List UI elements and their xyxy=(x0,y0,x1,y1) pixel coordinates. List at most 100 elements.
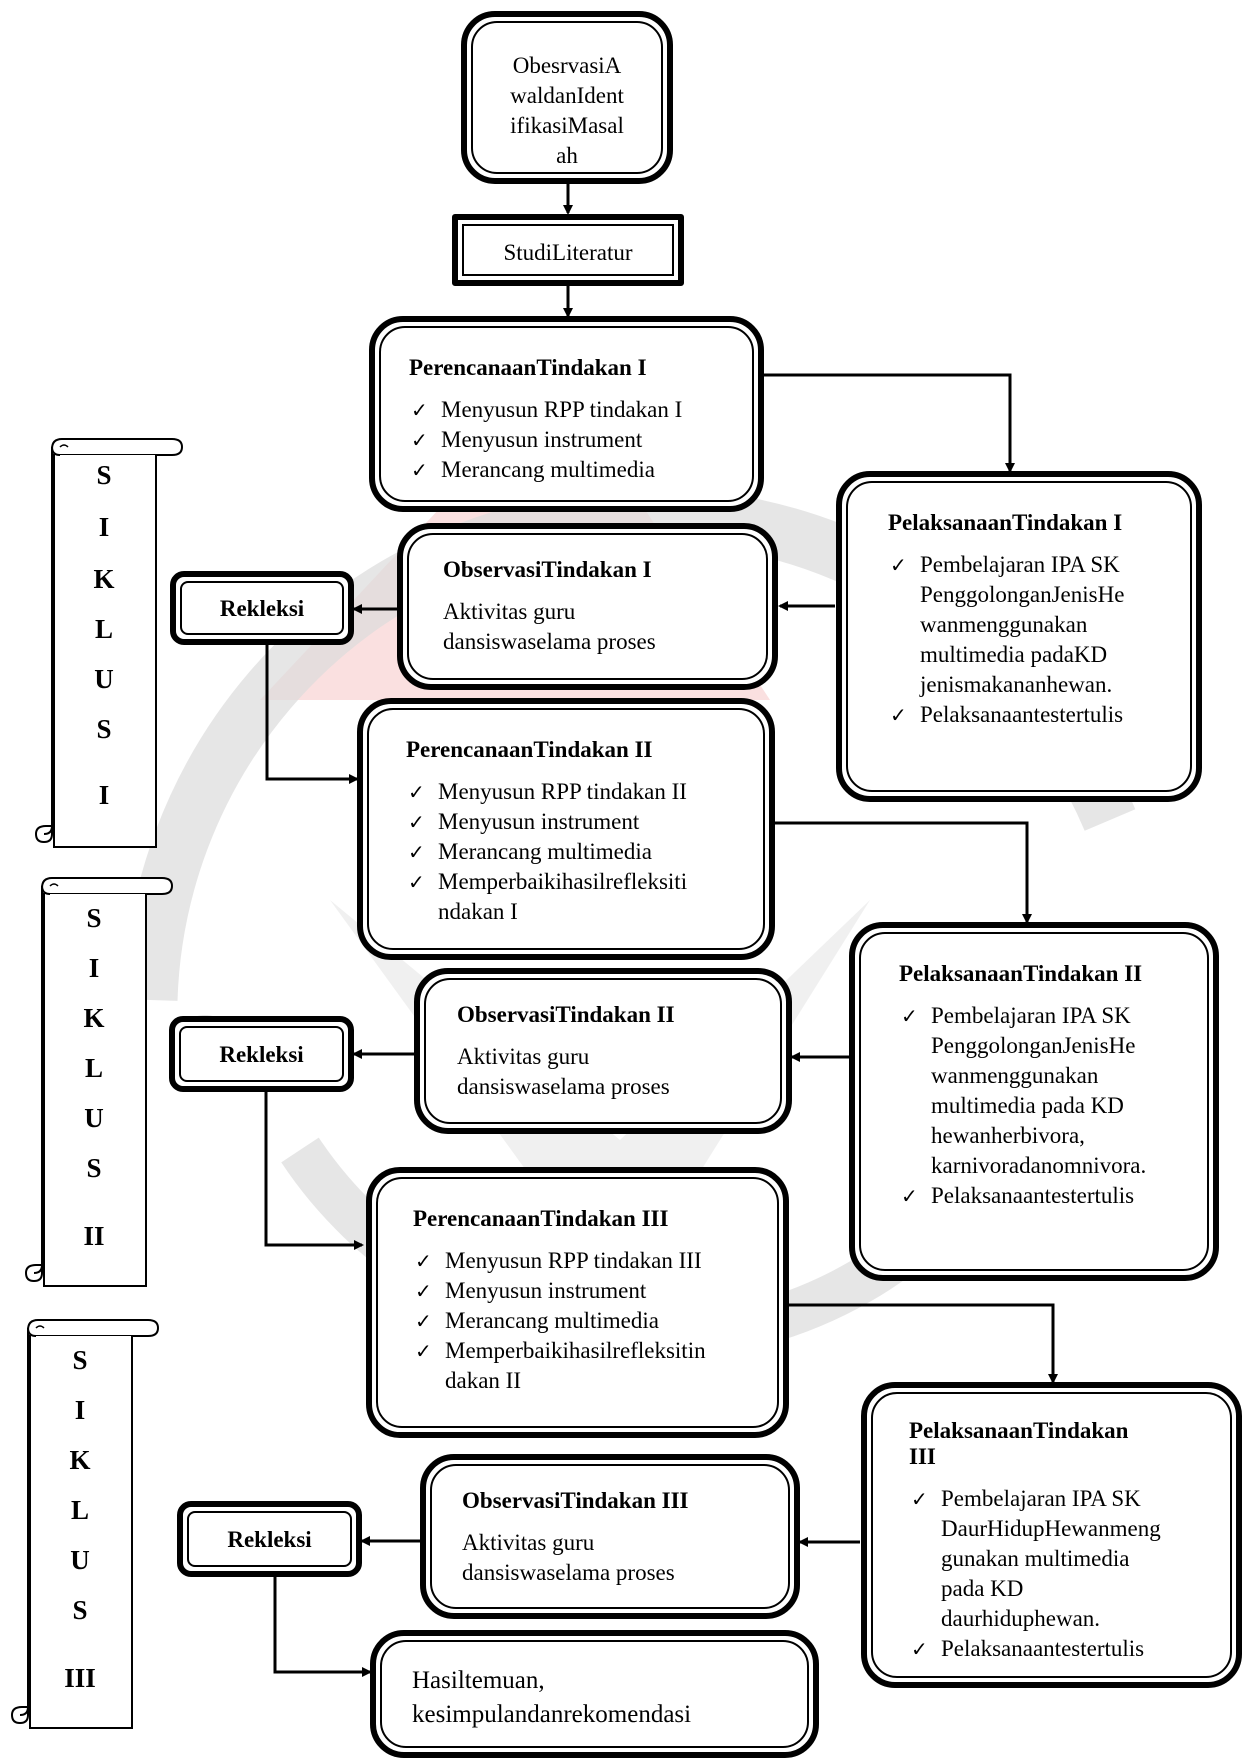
plan-3-item-2: Menyusun instrument xyxy=(413,1276,777,1306)
reflection-label-2: Rekleksi xyxy=(219,1042,304,1067)
plan-2-item-2: Menyusun instrument xyxy=(406,807,763,837)
siklus-1-letter-2: I xyxy=(98,512,110,542)
findings-box: Hasiltemuan, kesimpulandanrekomendasi xyxy=(370,1630,819,1758)
plan-3-item-4-line-1: Memperbaikihasilrefleksitin xyxy=(445,1338,706,1363)
siklus-3-letter-5: U xyxy=(70,1545,90,1575)
plan-box-2: PerencanaanTindakan II Menyusun RPP tind… xyxy=(357,698,775,960)
start-line-3: ifikasiMasal xyxy=(510,113,624,138)
siklus-1-letter-6: S xyxy=(96,714,112,744)
siklus-scroll-2 xyxy=(24,877,174,1287)
siklus-letters-1: S I K L U S I xyxy=(64,460,144,830)
plan-2-item-3: Merancang multimedia xyxy=(406,837,763,867)
reflection-box-1: Rekleksi xyxy=(170,571,354,645)
plan-3-item-4-line-2: dakan II xyxy=(445,1368,521,1393)
plan-1-item-1: Menyusun RPP tindakan I xyxy=(409,395,752,425)
siklus-2-number: II xyxy=(83,1221,105,1251)
observation-box-3: ObservasiTindakan III Aktivitas guru dan… xyxy=(420,1454,800,1619)
arrow-refl2-to-plan3 xyxy=(264,1092,364,1250)
observation-box-1: ObservasiTindakan I Aktivitas guru dansi… xyxy=(397,523,778,690)
plan-3-item-4: Memperbaikihasilrefleksitin dakan II xyxy=(413,1336,777,1396)
exec-3-item-1: Pembelajaran IPA SK DaurHidupHewanmeng g… xyxy=(909,1484,1230,1634)
plan-box-3: PerencanaanTindakan III Menyusun RPP tin… xyxy=(366,1167,789,1438)
siklus-2-letter-5: U xyxy=(84,1103,104,1133)
plan-1-item-3: Merancang multimedia xyxy=(409,455,752,485)
exec-3-item-1-line-1: Pembelajaran IPA SK xyxy=(941,1486,1141,1511)
plan-1-item-2: Menyusun instrument xyxy=(409,425,752,455)
siklus-3-number: III xyxy=(64,1663,96,1693)
reflection-label-1: Rekleksi xyxy=(219,596,305,621)
exec-3-item-1-line-4: pada KD xyxy=(941,1576,1024,1601)
reflection-box-3: Rekleksi xyxy=(177,1501,362,1577)
reflection-box-2: Rekleksi xyxy=(169,1016,354,1092)
siklus-1-letter-4: L xyxy=(94,614,113,644)
exec-1-item-1: Pembelajaran IPA SK PenggolonganJenisHe … xyxy=(888,550,1190,700)
siklus-scroll-1 xyxy=(34,438,184,848)
siklus-2-letter-4: L xyxy=(84,1053,103,1083)
exec-2-item-1-line-1: Pembelajaran IPA SK xyxy=(931,1003,1131,1028)
siklus-1-letter-5: U xyxy=(94,664,114,694)
siklus-2-letter-6: S xyxy=(86,1153,102,1183)
exec-1-item-1-line-1: Pembelajaran IPA SK xyxy=(920,552,1120,577)
literature-study-box: StudiLiteratur xyxy=(452,214,684,286)
obs-title-3: ObservasiTindakan III xyxy=(462,1488,689,1513)
execution-box-1: PelaksanaanTindakan I Pembelajaran IPA S… xyxy=(836,471,1202,802)
exec-2-item-1-line-4: multimedia pada KD xyxy=(931,1093,1124,1118)
exec-2-item-1-line-2: PenggolonganJenisHe xyxy=(931,1033,1136,1058)
siklus-2-letter-1: S xyxy=(86,903,102,933)
plan-2-item-4: Memperbaikihasilrefleksiti ndakan I xyxy=(406,867,763,927)
siklus-3-letter-1: S xyxy=(72,1345,88,1375)
plan-3-item-3: Merancang multimedia xyxy=(413,1306,777,1336)
exec-3-item-1-line-5: daurhiduphewan. xyxy=(941,1606,1101,1631)
obs-1-line-1: Aktivitas guru xyxy=(443,599,576,624)
findings-line-2: kesimpulandanrekomendasi xyxy=(412,1701,692,1728)
plan-title-2: PerencanaanTindakan II xyxy=(406,737,653,762)
exec-2-item-2: Pelaksanaantestertulis xyxy=(899,1181,1207,1211)
obs-2-line-1: Aktivitas guru xyxy=(457,1044,590,1069)
siklus-1-letter-1: S xyxy=(96,460,112,490)
obs-title-1: ObservasiTindakan I xyxy=(443,557,652,582)
start-line-1: ObesrvasiA xyxy=(512,53,622,78)
observation-start-box: ObesrvasiA waldanIdent ifikasiMasal ah xyxy=(461,11,673,184)
siklus-2-letter-2: I xyxy=(88,953,100,983)
obs-1-line-2: dansiswaselama proses xyxy=(443,629,656,654)
exec-3-item-1-line-3: gunakan multimedia xyxy=(941,1546,1130,1571)
obs-3-line-1: Aktivitas guru xyxy=(462,1530,595,1555)
plan-title-3: PerencanaanTindakan III xyxy=(413,1206,669,1231)
exec-title-2: PelaksanaanTindakan II xyxy=(899,961,1143,986)
exec-2-item-1-line-3: wanmenggunakan xyxy=(931,1063,1099,1088)
plan-2-item-4-line-1: Memperbaikihasilrefleksiti xyxy=(438,869,688,894)
exec-1-item-1-line-2: PenggolonganJenisHe xyxy=(920,582,1125,607)
exec-1-item-2: Pelaksanaantestertulis xyxy=(888,700,1190,730)
siklus-2-letter-3: K xyxy=(83,1003,105,1033)
start-line-2: waldanIdent xyxy=(510,83,624,108)
findings-line-1: Hasiltemuan, xyxy=(412,1667,545,1694)
plan-2-item-4-line-2: ndakan I xyxy=(438,899,518,924)
siklus-3-letter-6: S xyxy=(72,1595,88,1625)
exec-2-item-1-line-6: karnivoradanomnivora. xyxy=(931,1153,1147,1178)
execution-box-2: PelaksanaanTindakan II Pembelajaran IPA … xyxy=(849,922,1219,1281)
arrow-refl3-to-final xyxy=(273,1577,372,1677)
exec-1-item-1-line-5: jenismakananhewan. xyxy=(920,672,1113,697)
exec-2-item-1: Pembelajaran IPA SK PenggolonganJenisHe … xyxy=(899,1001,1207,1181)
plan-box-1: PerencanaanTindakan I Menyusun RPP tinda… xyxy=(369,316,764,512)
exec-2-item-1-line-5: hewanherbivora, xyxy=(931,1123,1085,1148)
siklus-letters-2: S I K L U S II xyxy=(54,903,134,1273)
plan-title-1: PerencanaanTindakan I xyxy=(409,355,647,380)
arrow-refl1-to-plan2 xyxy=(265,645,359,784)
siklus-1-letter-3: K xyxy=(93,564,115,594)
execution-box-3: PelaksanaanTindakan III Pembelajaran IPA… xyxy=(861,1382,1242,1688)
arrow-plan3-to-exec3 xyxy=(789,1303,1058,1384)
reflection-label-3: Rekleksi xyxy=(227,1527,312,1552)
arrow-plan1-to-exec1 xyxy=(764,373,1015,473)
exec-3-item-1-line-2: DaurHidupHewanmeng xyxy=(941,1516,1161,1541)
literature-study-label: StudiLiteratur xyxy=(503,240,633,265)
siklus-3-letter-4: L xyxy=(70,1495,89,1525)
obs-title-2: ObservasiTindakan II xyxy=(457,1002,675,1027)
plan-3-item-1: Menyusun RPP tindakan III xyxy=(413,1246,777,1276)
exec-3-item-2: Pelaksanaantestertulis xyxy=(909,1634,1230,1664)
exec-title-3-line-1: PelaksanaanTindakan xyxy=(909,1418,1129,1443)
siklus-scroll-3 xyxy=(10,1319,160,1729)
exec-1-item-1-line-3: wanmenggunakan xyxy=(920,612,1088,637)
siklus-1-number: I xyxy=(98,780,110,810)
